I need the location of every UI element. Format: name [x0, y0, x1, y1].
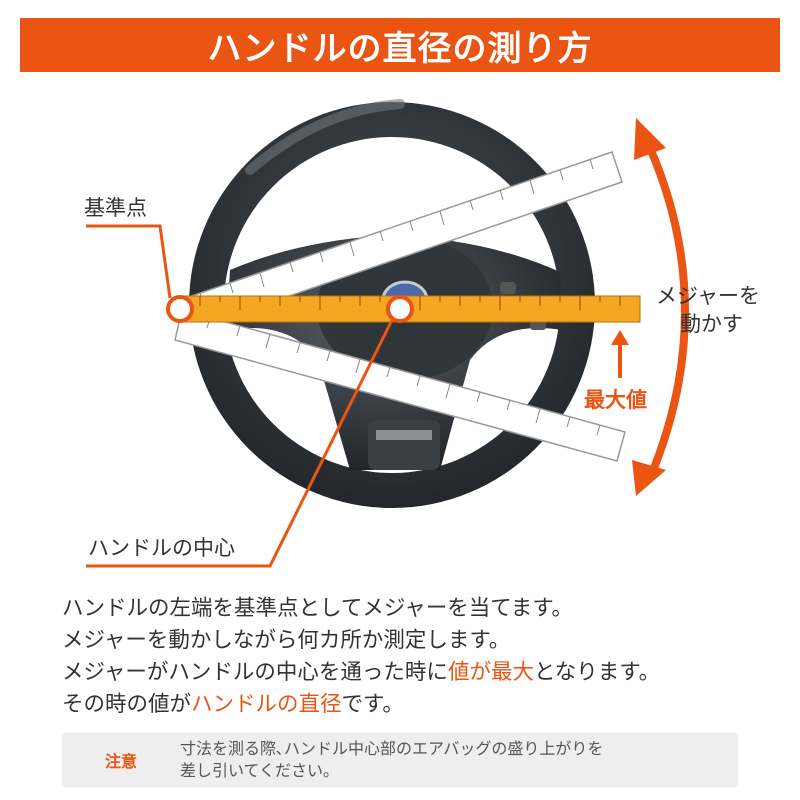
page-title: ハンドルの直径の測り方	[207, 28, 593, 69]
double-arrow-arc-icon	[632, 118, 689, 496]
instruction-line-3-a: メジャーがハンドルの中心を通った時に	[62, 660, 448, 685]
reference-point-label: 基準点	[84, 196, 147, 220]
title-background	[20, 18, 780, 72]
instruction-line-3-highlight: 値が最大	[447, 660, 534, 685]
max-value-label: 最大値	[584, 388, 647, 412]
center-point-marker	[386, 295, 414, 323]
instruction-line-3-c: となります。	[533, 660, 661, 685]
center-label: ハンドルの中心	[88, 536, 235, 560]
note-label: 注意	[104, 752, 137, 771]
instructions: ハンドルの左端を基準点としてメジャーを当てます。 メジャーを動かしながら何カ所か…	[62, 593, 782, 721]
instruction-line-2: メジャーを動かしながら何カ所か測定します。	[62, 628, 511, 653]
instruction-line-4-highlight: ハンドルの直径	[191, 692, 342, 717]
note-text: 寸法を測る際､ハンドル中心部のエアバッグの盛り上がりを 差し引いてください。	[180, 738, 603, 782]
move-measure-label-line1: メジャーを	[656, 284, 760, 308]
reference-point-marker	[166, 295, 194, 323]
note-text-line-1: 寸法を測る際､ハンドル中心部のエアバッグの盛り上がりを	[180, 739, 604, 758]
measuring-tape-lower	[174, 309, 626, 462]
note-text-line-2: 差し引いてください。	[180, 761, 340, 780]
reference-point-leader	[86, 224, 172, 299]
up-arrow-icon	[611, 330, 629, 378]
center-leader	[86, 319, 394, 568]
note-box: 注意 寸法を測る際､ハンドル中心部のエアバッグの盛り上がりを 差し引いてください…	[62, 733, 738, 787]
instruction-line-3: メジャーがハンドルの中心を通った時に値が最大となります。	[62, 657, 782, 689]
move-measure-label-line2: 動かす	[680, 312, 743, 336]
title-bar: ハンドルの直径の測り方	[20, 18, 780, 72]
instruction-line-4-a: その時の値が	[62, 692, 192, 717]
instruction-line-4: その時の値がハンドルの直径です。	[62, 689, 782, 721]
instruction-line-1: ハンドルの左端を基準点としてメジャーを当てます。	[62, 596, 574, 621]
instruction-line-4-c: です。	[341, 692, 404, 717]
